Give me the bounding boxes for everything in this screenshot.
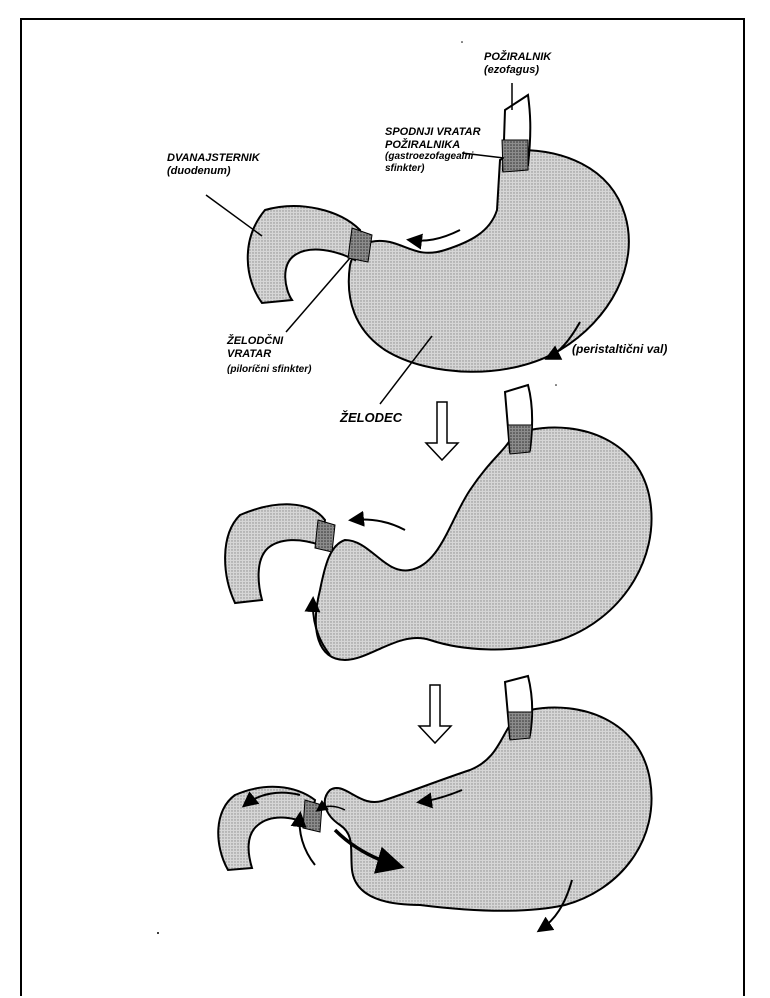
stomach-body-3 (325, 708, 652, 911)
stomach-body-2 (316, 428, 652, 660)
label-spodnji-sub2: sfinkter) (385, 163, 481, 175)
leader-dvanajsternik (206, 195, 262, 236)
label-spodnji-line2: POŽIRALNIKA (385, 139, 481, 152)
speckle (461, 41, 463, 43)
label-pyloric-line2: VRATAR (227, 348, 311, 361)
down-arrow-1 (426, 402, 458, 460)
duodenum-1 (248, 206, 360, 303)
pyloric-sphincter-1 (348, 228, 372, 262)
speckle (555, 384, 557, 386)
leader-pyloric (286, 258, 350, 332)
label-spodnji-sub1: (gastroezofagealni (385, 151, 481, 163)
label-peristalticni-val: (peristaltični val) (572, 343, 667, 357)
label-zelodcni-vratar: ŽELODČNI VRATAR (piloríčni sfinkter) (227, 335, 311, 376)
label-dvanajsternik: DVANAJSTERNIK (duodenum) (167, 152, 260, 177)
lower-sphincter-1 (502, 140, 528, 172)
duodenum-2 (225, 504, 325, 603)
down-arrow-2 (419, 685, 451, 743)
peristaltic-arrow-1a (410, 230, 460, 241)
label-ezofagus-main: POŽIRALNIK (484, 51, 551, 63)
speckle (157, 932, 159, 934)
stomach-body-1 (349, 150, 629, 372)
peristaltic-arrow-2a (352, 519, 405, 530)
label-spodnji-line1: SPODNJI VRATAR (385, 126, 481, 139)
label-dvanajsternik-main: DVANAJSTERNIK (167, 152, 260, 164)
lower-sphincter-3 (508, 712, 532, 740)
pyloric-sphincter-2 (315, 520, 335, 552)
label-pyloric-sub: (piloríčni sfinkter) (227, 364, 311, 376)
lower-sphincter-2 (508, 425, 532, 454)
pyloric-sphincter-3 (303, 800, 322, 832)
label-dvanajsternik-sub: (duodenum) (167, 165, 260, 178)
label-ezofagus-sub: (ezofagus) (484, 64, 551, 77)
label-pyloric-line1: ŽELODČNI (227, 335, 311, 348)
label-zelodec: ŽELODEC (340, 411, 402, 426)
label-spodnji-vratar: SPODNJI VRATAR POŽIRALNIKA (gastroezofag… (385, 126, 481, 174)
label-ezofagus: POŽIRALNIK (ezofagus) (484, 51, 551, 76)
